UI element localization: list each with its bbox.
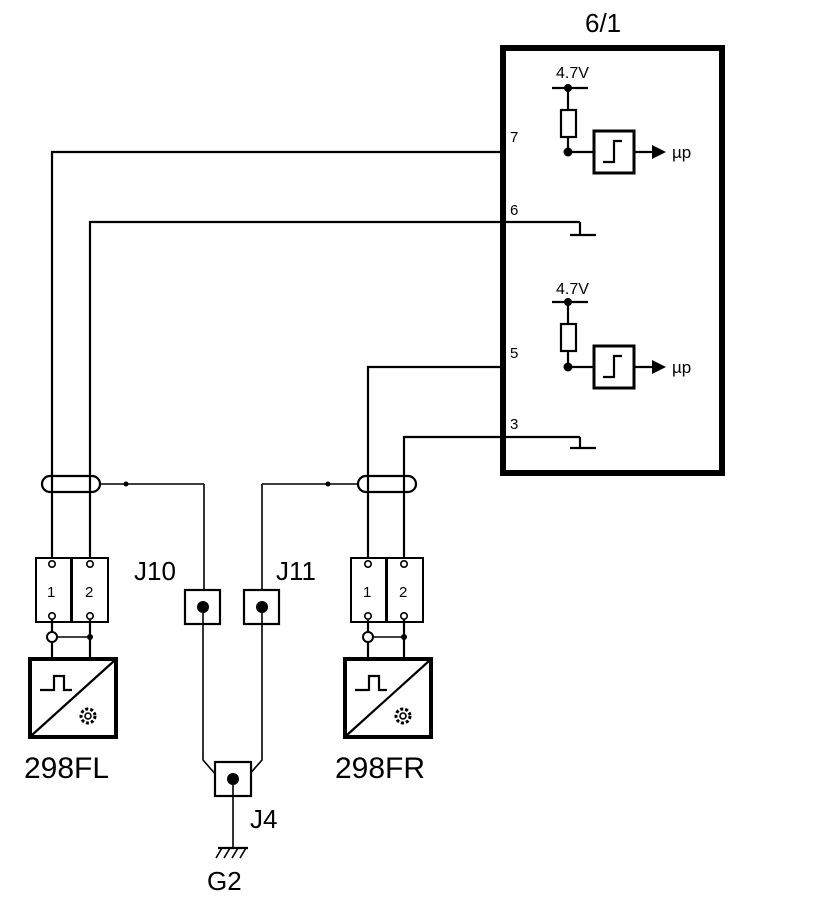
gear-icon [394, 707, 412, 725]
shield-right [261, 474, 418, 598]
ground-label: G2 [207, 866, 242, 896]
pin-7-label: 7 [510, 129, 518, 146]
wire-pin5 [366, 365, 503, 560]
sensor-left-label: 298FL [24, 752, 109, 785]
sensor-right-label: 298FR [335, 752, 425, 785]
wire-pin7 [50, 150, 503, 560]
pullup-resistor-bottom [559, 322, 578, 353]
ground-icon [215, 846, 248, 859]
input-circuit-bottom: 4.7V µp [552, 281, 691, 390]
junction-j11-label: J11 [276, 556, 316, 586]
supply-label-top: 4.7V [556, 65, 589, 82]
pin-3-label: 3 [510, 416, 518, 433]
arrow-icon [652, 145, 666, 159]
sensor-298fl [28, 657, 118, 739]
pin-5-label: 5 [510, 345, 518, 362]
junction-j10 [183, 588, 222, 777]
gear-icon [79, 707, 97, 725]
pin-6-label: 6 [510, 202, 518, 219]
sensor-298fr [343, 657, 433, 739]
connector-left: 1 2 [35, 557, 109, 660]
junction-j11 [242, 588, 281, 777]
ground-stub-pin6 [503, 220, 596, 237]
arrow-icon [652, 360, 666, 374]
junction-j4-label: J4 [250, 804, 277, 834]
connector-right-pin2: 2 [399, 584, 407, 601]
supply-label-bottom: 4.7V [556, 281, 589, 298]
signal-wires [50, 150, 503, 560]
output-label-bottom: µp [672, 358, 691, 377]
connector-right-pin1: 1 [363, 584, 371, 601]
shield-left [40, 474, 205, 598]
connector-left-pin1: 1 [47, 584, 55, 601]
junction-j10-label: J10 [134, 556, 176, 586]
input-circuit-top: 4.7V µp [552, 65, 691, 175]
junction-j4 [213, 760, 253, 848]
module-title: 6/1 [585, 8, 621, 38]
connector-left-pin2: 2 [85, 584, 93, 601]
output-label-top: µp [672, 143, 691, 162]
module-outline [500, 45, 725, 476]
connector-right: 1 2 [350, 557, 424, 660]
ground-stub-pin3 [503, 435, 596, 450]
wire-pin6 [88, 220, 503, 560]
module-6-1: 6/1 4.7V µp 4.7V [500, 8, 725, 476]
wire-pin3 [402, 435, 503, 560]
pullup-resistor-top [559, 108, 578, 139]
